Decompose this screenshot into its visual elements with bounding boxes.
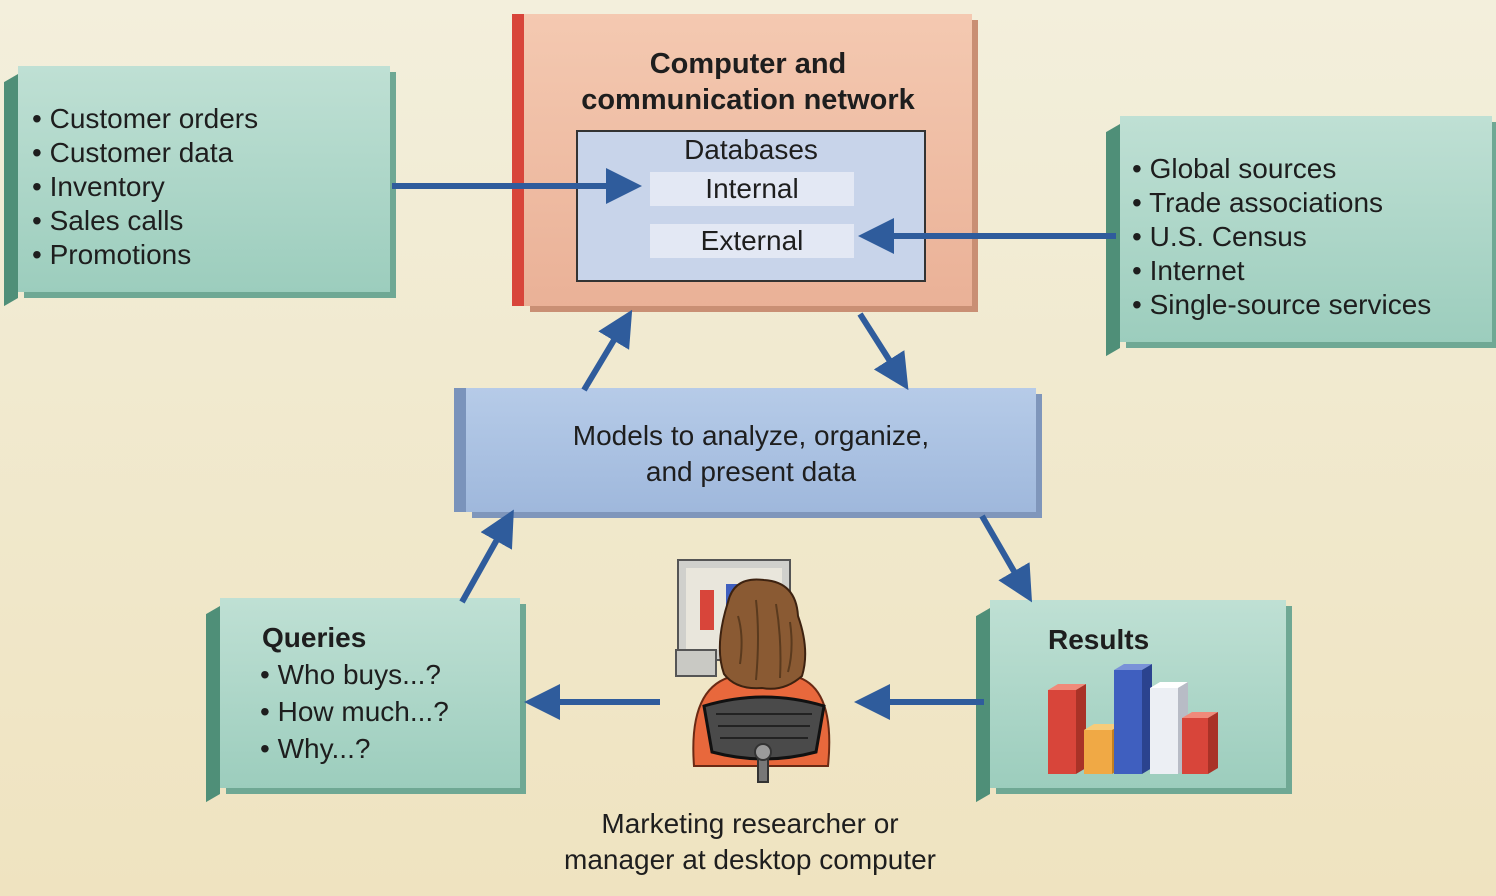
researcher-caption: Marketing researcher or manager at deskt… [564,808,936,875]
databases-panel: Databases Internal External [576,130,926,282]
box-side [206,606,220,803]
list-item: Sales calls [32,204,258,238]
network-title: Computer and communication network [581,48,915,116]
databases-label: Databases [684,134,818,165]
results-box: Results [976,600,1286,803]
arrow-models-to-results [979,514,1033,603]
box-side [976,608,990,803]
internal-label: Internal [650,172,854,206]
bar-chart-icon [1048,664,1218,774]
models-box: Models to analyze, organize, and present… [454,388,1036,512]
external-sources-box: Global sources Trade associations U.S. C… [1106,116,1492,357]
network-box: Computer and communication network Datab… [512,14,972,306]
list-item: Customer data [32,136,258,170]
box-side [1106,124,1120,357]
arrow-queries-to-models [459,509,514,604]
list-item: Customer orders [32,102,259,136]
researcher-illustration [675,559,831,783]
external-sources-list: Global sources Trade associations U.S. C… [1132,152,1431,322]
internal-sources-box: Customer orders Customer data Inventory … [4,66,390,307]
queries-list: Who buys...? How much...? Why...? [260,656,449,767]
list-item: Why...? [260,730,449,767]
list-item: Promotions [32,238,258,272]
network-side [512,14,524,306]
external-label: External [650,224,854,258]
list-item: Single-source services [1132,288,1432,322]
arrow-network-to-models [857,312,909,391]
results-title: Results [1048,624,1150,655]
list-item: Who buys...? [260,656,449,693]
arrow-models-to-network [581,309,633,392]
list-item: How much...? [260,693,449,730]
models-side [454,388,466,512]
queries-title: Queries [262,622,367,653]
list-item: Internet [1132,254,1431,288]
list-item: Global sources [1132,152,1431,186]
models-text: Models to analyze, organize, and present… [572,420,930,487]
list-item: Trade associations [1132,186,1431,220]
queries-box: Queries Who buys...? How much...? Why...… [206,598,520,803]
list-item: U.S. Census [1132,220,1431,254]
box-side [4,74,18,307]
internal-sources-list: Customer orders Customer data Inventory … [32,102,259,272]
list-item: Inventory [32,170,258,204]
